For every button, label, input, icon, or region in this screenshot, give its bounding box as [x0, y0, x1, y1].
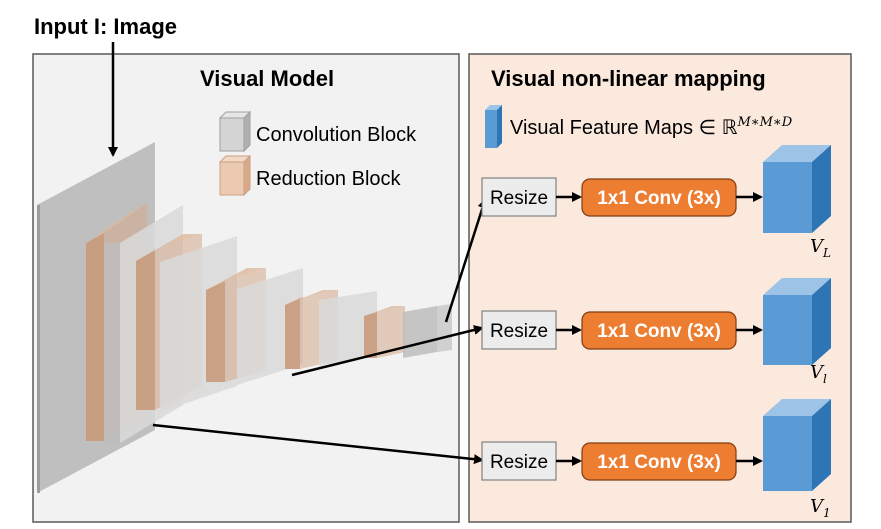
visual-model-title: Visual Model [200, 66, 334, 91]
stage-5-blocks [364, 304, 452, 358]
connector-bottom [152, 423, 484, 465]
conv-label-1: 1x1 Conv (3x) [597, 188, 721, 209]
legend-reduction: Reduction Block [218, 154, 402, 197]
output-label-1: VL [810, 236, 831, 260]
resize-label-3: Resize [490, 452, 548, 473]
convolution-label: Convolution Block [256, 124, 417, 146]
resize-label-1: Resize [490, 188, 548, 209]
feature-map-cube-3 [763, 399, 831, 491]
feature-map-swatch [485, 110, 497, 148]
stage-4-blocks [285, 290, 377, 369]
mapping-title: Visual non-linear mapping [491, 66, 766, 91]
connector-middle [291, 325, 484, 377]
feature-map-exponent: M∗M∗D [736, 115, 792, 130]
feature-map-label-text: Visual Feature Maps ∈ ℝ [510, 117, 738, 139]
connector-top [444, 198, 488, 323]
resize-label-2: Resize [490, 321, 548, 342]
legend-convolution: Convolution Block [218, 110, 417, 153]
resize-box-1 [481, 177, 557, 217]
resize-box-3 [481, 441, 557, 481]
output-label-2: Vl [810, 362, 827, 386]
mapping-row-1: Resize 1x1 Conv (3x) VL [481, 145, 831, 260]
feature-map-label: Visual Feature Maps ∈ ℝM∗M∗D [510, 115, 793, 139]
reduction-label: Reduction Block [256, 168, 402, 190]
mapping-row-2: Resize 1x1 Conv (3x) Vl [481, 278, 831, 386]
feature-map-cube-1 [763, 145, 831, 233]
input-label: Input I: Image [34, 14, 177, 39]
conv-label-2: 1x1 Conv (3x) [597, 321, 721, 342]
mapping-row-3: Resize 1x1 Conv (3x) V1 [481, 399, 831, 520]
output-label-3: V1 [810, 496, 831, 520]
reduction-swatch [219, 161, 245, 196]
feature-map-legend: Visual Feature Maps ∈ ℝM∗M∗D [485, 105, 793, 148]
convolution-swatch [219, 117, 245, 152]
feature-map-cube-2 [763, 278, 831, 365]
resize-box-2 [481, 310, 557, 350]
conv-label-3: 1x1 Conv (3x) [597, 452, 721, 473]
